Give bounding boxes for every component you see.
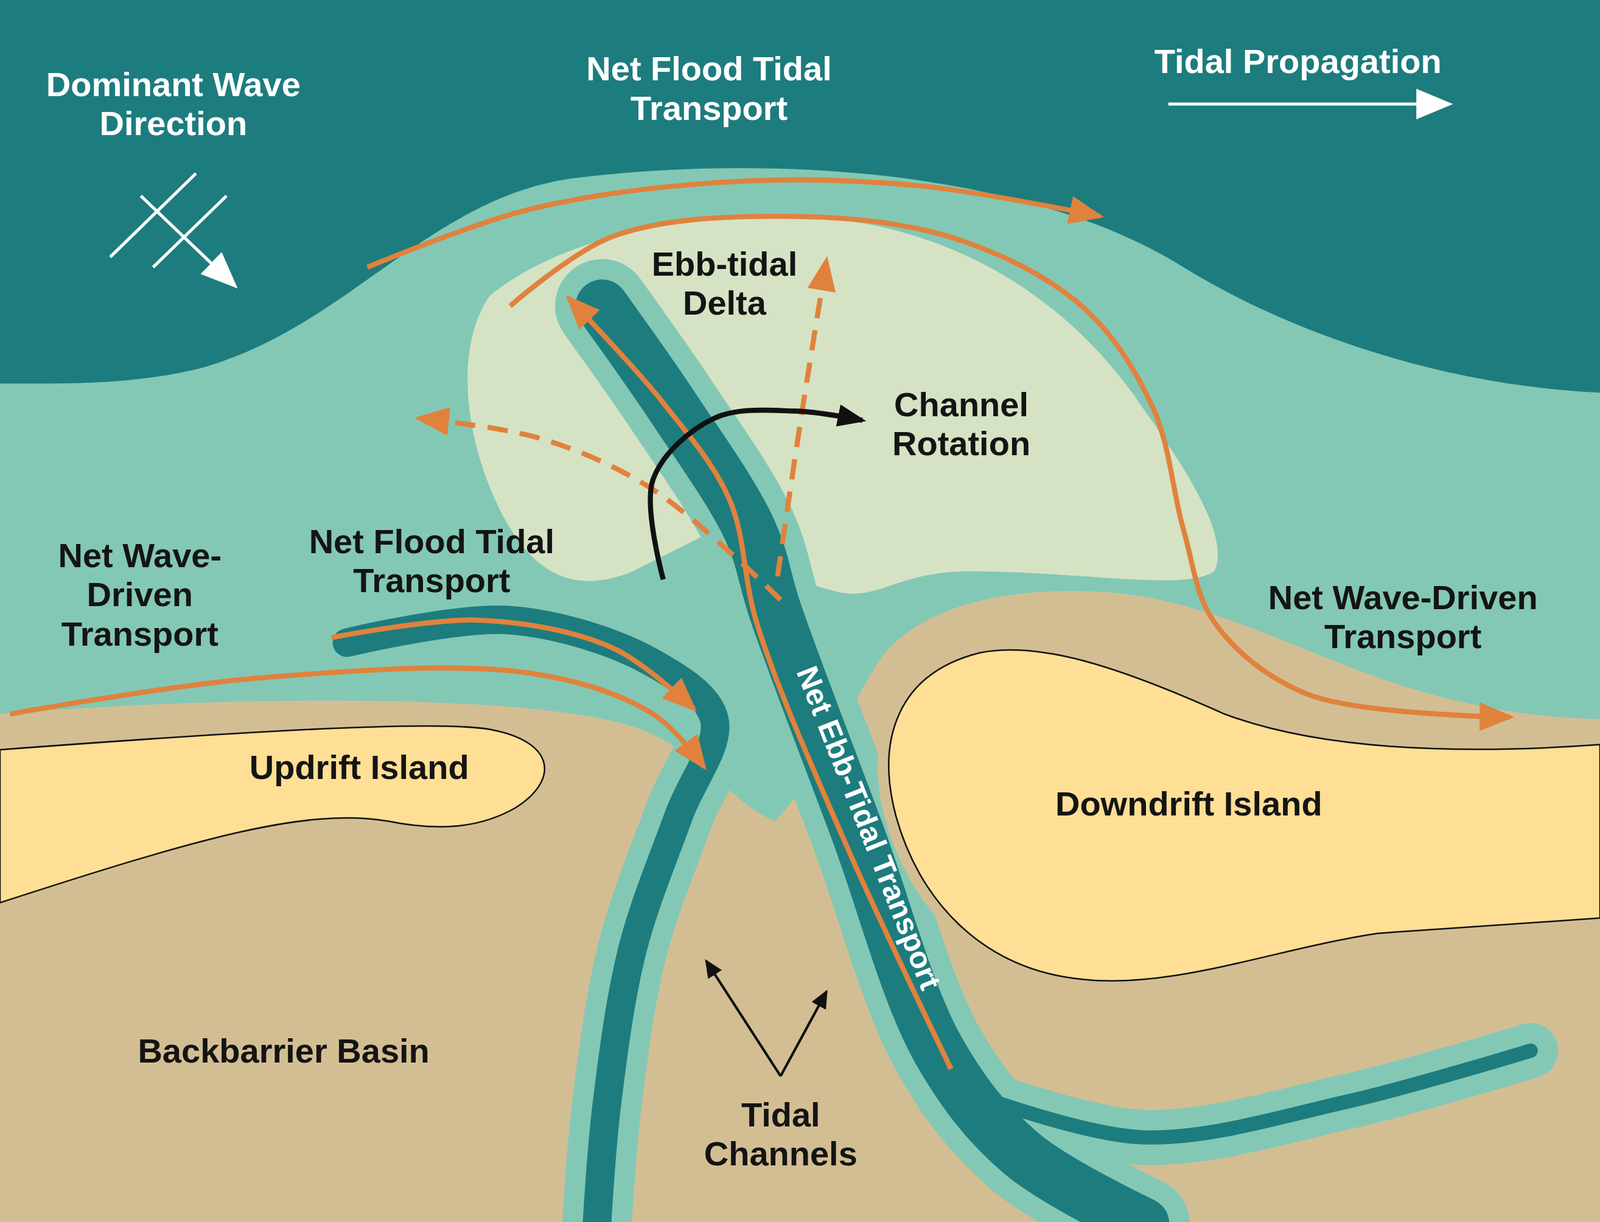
updrift-island (0, 726, 545, 903)
rotation-label: Channel Rotation (859, 385, 1064, 464)
transport-label: Net Wave-Driven Transport (12, 536, 268, 654)
shape-label: Ebb-tidal Delta (620, 244, 828, 324)
ebb-transport-label: Net Ebb-Tidal Transport (788, 661, 948, 996)
rotation-arrow (650, 410, 863, 580)
downdrift-island (888, 649, 1600, 982)
island-label-box: Downdrift Island (995, 780, 1383, 828)
delta-label-box: Ebb-tidal Delta (617, 241, 832, 327)
backbarrier-basin (0, 590, 1600, 1222)
wave-direction-label: Dominant Wave Direction (10, 65, 338, 144)
updrift-island-sand (0, 726, 545, 903)
island-label-box: Updrift Island (191, 744, 528, 791)
dashed-transport-arrow (777, 259, 827, 577)
tidal-channel (346, 619, 716, 1222)
leader-arrow (705, 960, 781, 1076)
transport-label: Net Wave-Driven Transport (1219, 578, 1587, 657)
wave-direction-arrow (140, 195, 235, 286)
downdrift-island-sand (888, 649, 1600, 982)
tidal-channel (979, 1050, 1531, 1138)
tidal-propagation-arrow (1168, 102, 1450, 106)
shape-label: Downdrift Island (998, 784, 1380, 824)
ebb-transport-arrow (568, 297, 952, 1069)
channel-margin (979, 1050, 1531, 1138)
channel-margin (346, 619, 716, 1222)
wave-crest (110, 173, 196, 257)
leader-arrow (780, 991, 827, 1076)
shape-label: Backbarrier Basin (73, 1031, 495, 1071)
basin-label-box: Backbarrier Basin (69, 1027, 498, 1075)
channels-label: Tidal Channels (678, 1095, 883, 1174)
wave-crest (152, 195, 227, 268)
shape-label: Updrift Island (194, 747, 525, 787)
transport-label: Net Flood Tidal Transport (263, 522, 601, 601)
transport-label: Net Flood Tidal Transport (545, 49, 873, 128)
tidal-propagation-label: Tidal Propagation (1154, 41, 1442, 81)
flood-transport-arrow (331, 620, 694, 710)
